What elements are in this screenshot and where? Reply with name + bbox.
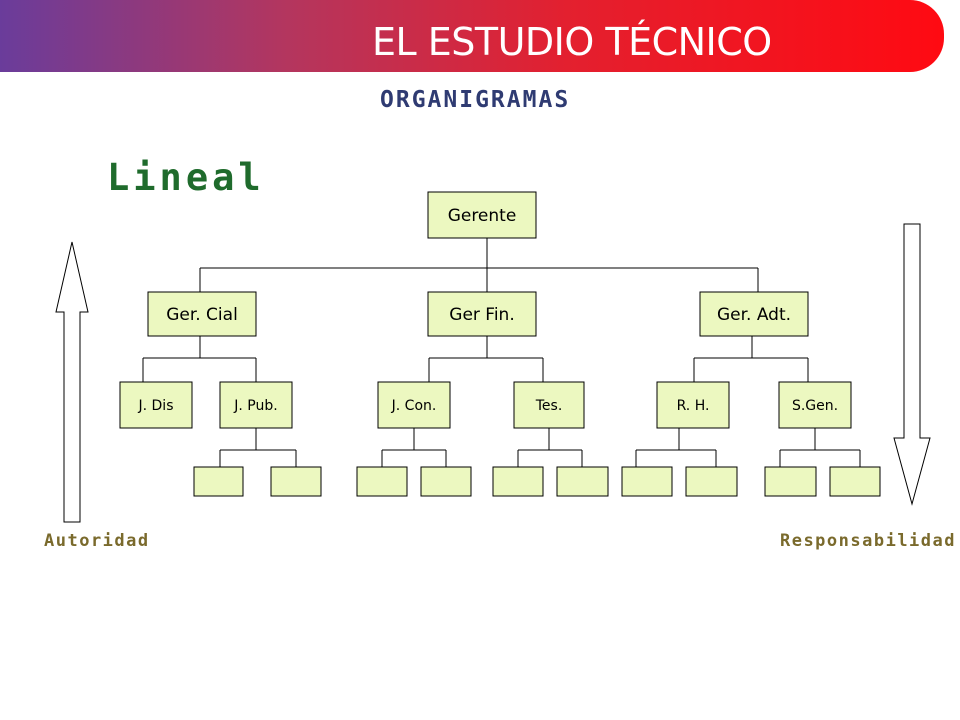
org-node-j-pub: J. Pub.	[219, 381, 293, 429]
title-banner: EL ESTUDIO TÉCNICO	[0, 0, 944, 72]
org-node-empty	[556, 466, 609, 497]
org-node-empty	[492, 466, 544, 497]
org-node-j-dis: J. Dis	[119, 381, 193, 429]
org-node-empty	[621, 466, 673, 497]
section-heading: Lineal	[107, 156, 265, 199]
org-node-tes: Tes.	[513, 381, 585, 429]
org-node-box	[119, 381, 193, 429]
org-node-box	[778, 381, 852, 429]
org-node-box	[427, 191, 537, 239]
org-node-ger-cial: Ger. Cial	[147, 291, 257, 337]
org-node-root: Gerente	[427, 191, 537, 239]
responsibility-label: Responsabilidad	[779, 531, 956, 551]
org-node-label: J. Con.	[391, 398, 437, 414]
org-node-empty	[764, 466, 817, 497]
connectors	[142, 238, 861, 467]
org-node-box	[427, 291, 537, 337]
org-node-empty	[270, 466, 322, 497]
org-node-j-con: J. Con.	[377, 381, 451, 429]
page-title: EL ESTUDIO TÉCNICO	[372, 20, 772, 64]
org-node-ger-adt: Ger. Adt.	[699, 291, 809, 337]
org-node-empty	[829, 466, 881, 497]
org-node-label: J. Pub.	[233, 398, 277, 414]
org-node-ger-fin: Ger Fin.	[427, 291, 537, 337]
org-node-label: J. Dis	[138, 398, 174, 414]
org-node-box	[513, 381, 585, 429]
authority-label: Autoridad	[44, 531, 150, 551]
org-node-sgen: S.Gen.	[778, 381, 852, 429]
org-node-empty	[420, 466, 472, 497]
org-node-box	[699, 291, 809, 337]
org-node-label: Ger. Cial	[166, 305, 238, 325]
org-node-box	[656, 381, 730, 429]
org-node-label: Ger Fin.	[449, 305, 514, 325]
org-node-rh: R. H.	[656, 381, 730, 429]
arrow-down-icon	[893, 223, 931, 506]
org-node-label: S.Gen.	[792, 398, 838, 414]
org-level4	[193, 466, 881, 497]
org-node-empty	[685, 466, 738, 497]
subtitle: ORGANIGRAMAS	[380, 87, 571, 113]
org-node-label: R. H.	[677, 398, 710, 414]
org-node-box	[219, 381, 293, 429]
org-node-label: Ger. Adt.	[717, 305, 791, 325]
org-node-empty	[193, 466, 244, 497]
org-node-label: Gerente	[448, 206, 517, 226]
org-node-empty	[356, 466, 408, 497]
org-node-box	[147, 291, 257, 337]
org-node-box	[377, 381, 451, 429]
arrow-up-icon	[55, 241, 89, 523]
org-node-label: Tes.	[535, 398, 563, 414]
